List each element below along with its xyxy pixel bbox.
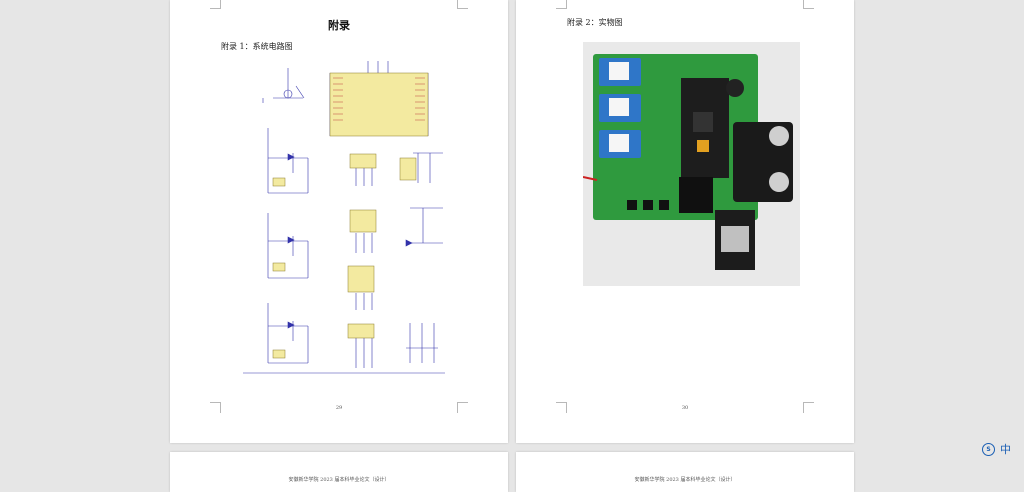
photo-caption: 附录 2：实物图 [567, 18, 623, 27]
ime-indicator[interactable]: S 中 [982, 441, 1011, 457]
page-header: 安徽新华学院 2023 届本科毕业论文（设计） [288, 477, 390, 483]
document-page-31: 安徽新华学院 2023 届本科毕业论文（设计） [170, 452, 508, 492]
page-corner-mark [556, 402, 567, 413]
page-number: 29 [335, 405, 343, 411]
hardware-photo [583, 42, 800, 286]
page-number: 30 [681, 405, 689, 411]
page-corner-mark [556, 0, 567, 9]
document-page-32: 安徽新华学院 2023 届本科毕业论文（设计） [516, 452, 854, 492]
page-corner-mark [210, 402, 221, 413]
page-corner-mark [210, 0, 221, 9]
ime-logo-icon: S [982, 442, 995, 456]
page-corner-mark [457, 402, 468, 413]
schematic-caption: 附录 1：系统电路图 [221, 42, 293, 51]
page-header: 安徽新华学院 2023 届本科毕业论文（设计） [634, 477, 736, 483]
page-corner-mark [457, 0, 468, 9]
system-circuit-diagram [243, 61, 445, 374]
ime-language-label: 中 [1000, 443, 1011, 456]
page-corner-mark [803, 402, 814, 413]
page-corner-mark [803, 0, 814, 9]
appendix-title: 附录 [328, 19, 350, 32]
